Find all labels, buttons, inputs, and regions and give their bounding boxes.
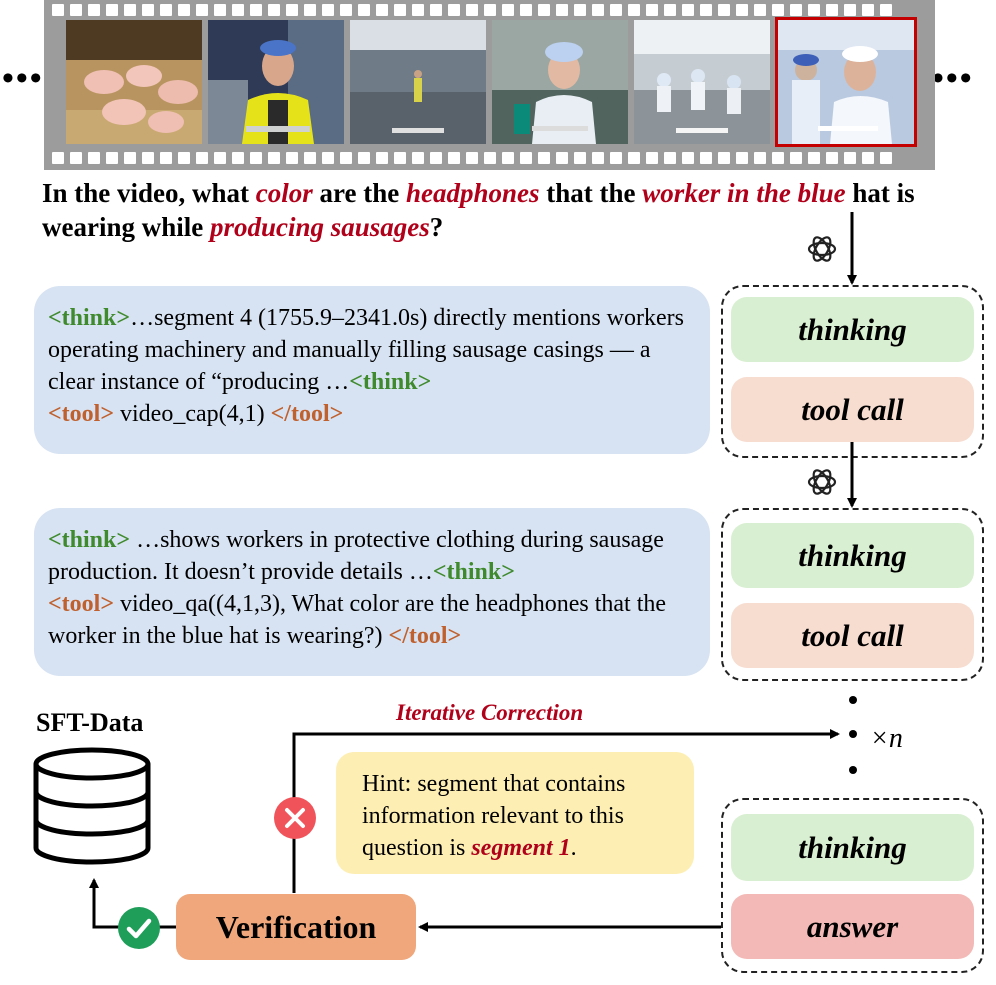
tool-call-pill-1: tool call <box>731 377 974 442</box>
question-text: In the video, what color are the headpho… <box>42 178 915 242</box>
ellipsis-right: ••• <box>932 60 974 97</box>
answer-pill: answer <box>731 894 974 959</box>
repeat-label: ×n <box>870 723 903 754</box>
video-frame-1 <box>66 20 202 144</box>
video-frame-3 <box>350 20 486 144</box>
hint-box: Hint: segment that contains information … <box>336 752 694 874</box>
verification-box: Verification <box>176 894 416 960</box>
iterative-correction-label: Iterative Correction <box>396 700 584 725</box>
check-icon <box>118 907 160 949</box>
thinking-pill-2: thinking <box>731 523 974 588</box>
openai-icon <box>807 469 837 495</box>
tool-call-pill-2: tool call <box>731 603 974 668</box>
video-frame-5 <box>634 20 770 144</box>
video-film-strip <box>44 0 935 170</box>
reasoning-bubble-1: <think>…segment 4 (1755.9–2341.0s) direc… <box>34 286 710 454</box>
ellipsis-left: ••• <box>2 60 44 97</box>
database-icon <box>33 747 151 865</box>
thinking-pill-3: thinking <box>731 814 974 881</box>
step-box-final <box>721 798 984 973</box>
thinking-pill-1: thinking <box>731 297 974 362</box>
cross-icon <box>274 797 316 839</box>
reasoning-bubble-2: <think> …shows workers in protective clo… <box>34 508 710 676</box>
film-holes-top <box>44 4 935 16</box>
video-frame-2 <box>208 20 344 144</box>
sft-data-label: SFT-Data <box>36 708 144 737</box>
film-holes-bottom <box>44 152 935 164</box>
video-frame-4 <box>492 20 628 144</box>
openai-icon <box>807 236 837 262</box>
step-box-2 <box>721 508 984 681</box>
video-frame-6-selected <box>775 17 917 147</box>
